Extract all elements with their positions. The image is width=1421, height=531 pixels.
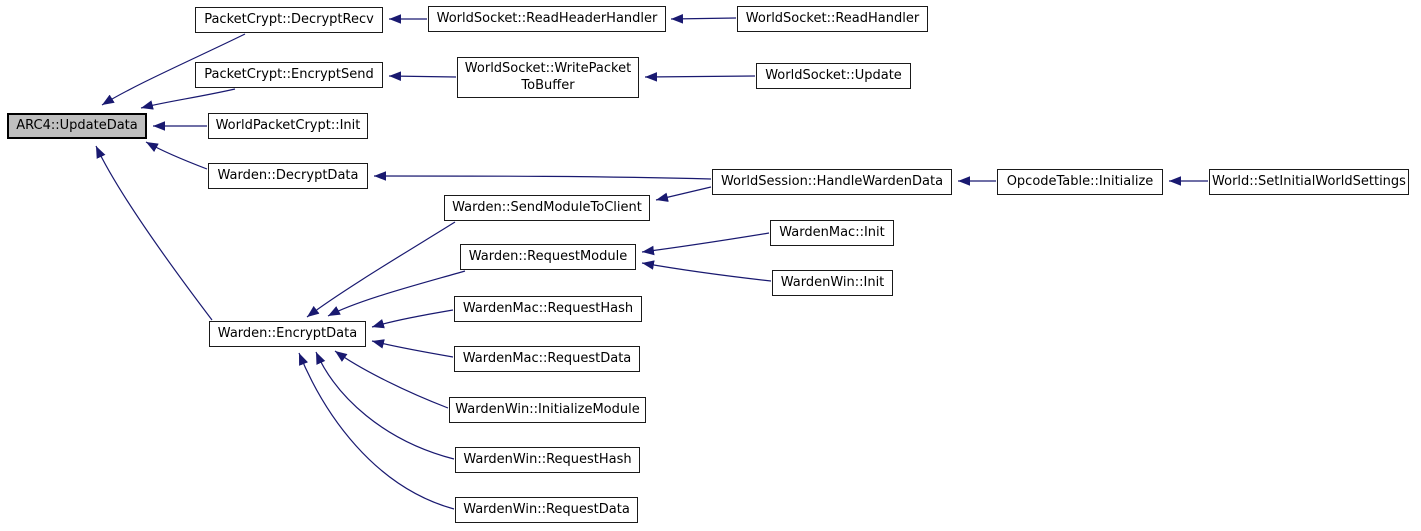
node-worldpacketcrypt-init[interactable]: WorldPacketCrypt::Init xyxy=(208,113,368,139)
edge-warden-encryptdata-to-arc4-updatedata xyxy=(95,145,213,321)
edge-wardenmac-requesthash-to-warden-encryptdata xyxy=(371,309,454,329)
node-wardenmac-init[interactable]: WardenMac::Init xyxy=(770,220,894,246)
edge-wardenwin-init-to-warden-requestmodule xyxy=(641,260,772,282)
edge-wardenwin-initializemodule-to-warden-encryptdata xyxy=(334,350,449,409)
node-world-setinitialworldsettings[interactable]: World::SetInitialWorldSettings xyxy=(1209,169,1409,195)
node-wardenwin-requestdata[interactable]: WardenWin::RequestData xyxy=(455,497,638,523)
node-packetcrypt-encryptsend[interactable]: PacketCrypt::EncryptSend xyxy=(195,62,383,88)
node-wardenwin-init[interactable]: WardenWin::Init xyxy=(772,270,893,296)
node-packetcrypt-decryptrecv[interactable]: PacketCrypt::DecryptRecv xyxy=(195,7,383,33)
edge-wardenmac-init-to-warden-requestmodule xyxy=(641,232,770,256)
edge-wardenwin-requestdata-to-warden-encryptdata xyxy=(298,352,455,510)
node-warden-encryptdata[interactable]: Warden::EncryptData xyxy=(209,321,366,347)
node-opcodetable-initialize[interactable]: OpcodeTable::Initialize xyxy=(997,169,1163,195)
node-warden-requestmodule[interactable]: Warden::RequestModule xyxy=(460,244,636,270)
node-warden-sendmoduletoclient[interactable]: Warden::SendModuleToClient xyxy=(444,195,650,221)
edge-wardenmac-requestdata-to-warden-encryptdata xyxy=(371,339,454,358)
edge-wardenwin-requesthash-to-warden-encryptdata xyxy=(315,351,455,460)
node-worldsocket-update[interactable]: WorldSocket::Update xyxy=(756,63,911,89)
edge-packetcrypt-decryptrecv-to-arc4-updatedata xyxy=(101,33,246,106)
edge-worldsocket-readhandler-to-worldsocket-readheaderhandler xyxy=(670,14,737,24)
node-wardenwin-requesthash[interactable]: WardenWin::RequestHash xyxy=(455,447,640,473)
edge-worldsession-handlewardendata-to-warden-sendmoduletoclient xyxy=(655,186,712,202)
node-worldsession-handlewardendata[interactable]: WorldSession::HandleWardenData xyxy=(712,169,952,195)
edge-warden-sendmoduletoclient-to-warden-encryptdata xyxy=(306,221,456,318)
edge-worldsocket-update-to-worldsocket-writepackettobuffer xyxy=(644,72,756,82)
node-wardenmac-requestdata[interactable]: WardenMac::RequestData xyxy=(454,346,640,372)
node-wardenwin-initializemodule[interactable]: WardenWin::InitializeModule xyxy=(449,397,646,423)
edge-packetcrypt-encryptsend-to-arc4-updatedata xyxy=(140,88,236,110)
node-worldsocket-readheaderhandler[interactable]: WorldSocket::ReadHeaderHandler xyxy=(428,6,666,32)
edge-warden-requestmodule-to-warden-encryptdata xyxy=(327,270,466,317)
node-arc4-updatedata[interactable]: ARC4::UpdateData xyxy=(7,113,147,139)
node-worldsocket-writepackettobuffer[interactable]: WorldSocket::WritePacket ToBuffer xyxy=(457,57,639,98)
edge-warden-decryptdata-to-arc4-updatedata xyxy=(145,141,208,170)
node-worldsocket-readhandler[interactable]: WorldSocket::ReadHandler xyxy=(737,6,928,32)
edge-worldsession-handlewardendata-to-warden-decryptdata xyxy=(373,171,712,181)
node-wardenmac-requesthash[interactable]: WardenMac::RequestHash xyxy=(454,296,642,322)
edge-worldsocket-writepackettobuffer-to-packetcrypt-encryptsend xyxy=(388,71,457,81)
node-warden-decryptdata[interactable]: Warden::DecryptData xyxy=(208,163,368,189)
